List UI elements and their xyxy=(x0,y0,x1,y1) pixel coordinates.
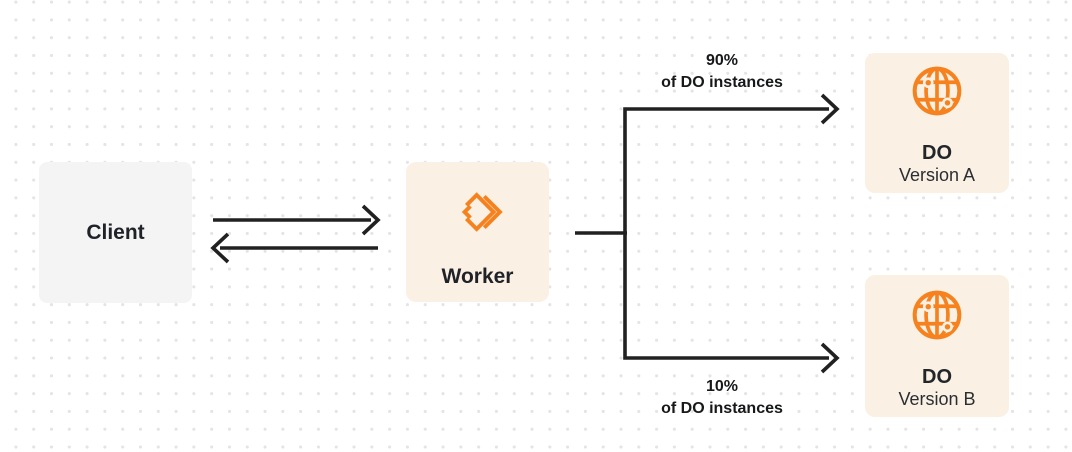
arrow-client-to-worker xyxy=(213,204,381,236)
workers-logo-icon xyxy=(461,192,503,232)
do-a-title: DO xyxy=(922,142,952,164)
split-bottom-caption: of DO instances xyxy=(661,400,783,417)
split-top-caption: of DO instances xyxy=(661,74,783,91)
client-node: Client xyxy=(39,162,192,303)
do-b-subtitle: Version B xyxy=(898,389,976,409)
split-top-label: 90% of DO instances xyxy=(612,50,832,94)
globe-icon xyxy=(912,290,962,340)
do-a-subtitle: Version A xyxy=(898,165,976,185)
worker-node: Worker xyxy=(406,162,549,302)
worker-label: Worker xyxy=(441,265,514,288)
do-version-b-node: DO Version B xyxy=(865,275,1009,417)
split-top-percent: 90% xyxy=(705,52,739,69)
split-connector xyxy=(575,93,840,374)
globe-icon xyxy=(912,66,962,116)
arrow-worker-to-client xyxy=(210,232,378,264)
do-version-a-node: DO Version A xyxy=(865,53,1009,193)
split-bottom-percent: 10% xyxy=(705,378,739,395)
split-bottom-label: 10% of DO instances xyxy=(612,376,832,420)
do-b-title: DO xyxy=(922,366,952,388)
client-label: Client xyxy=(86,221,145,244)
